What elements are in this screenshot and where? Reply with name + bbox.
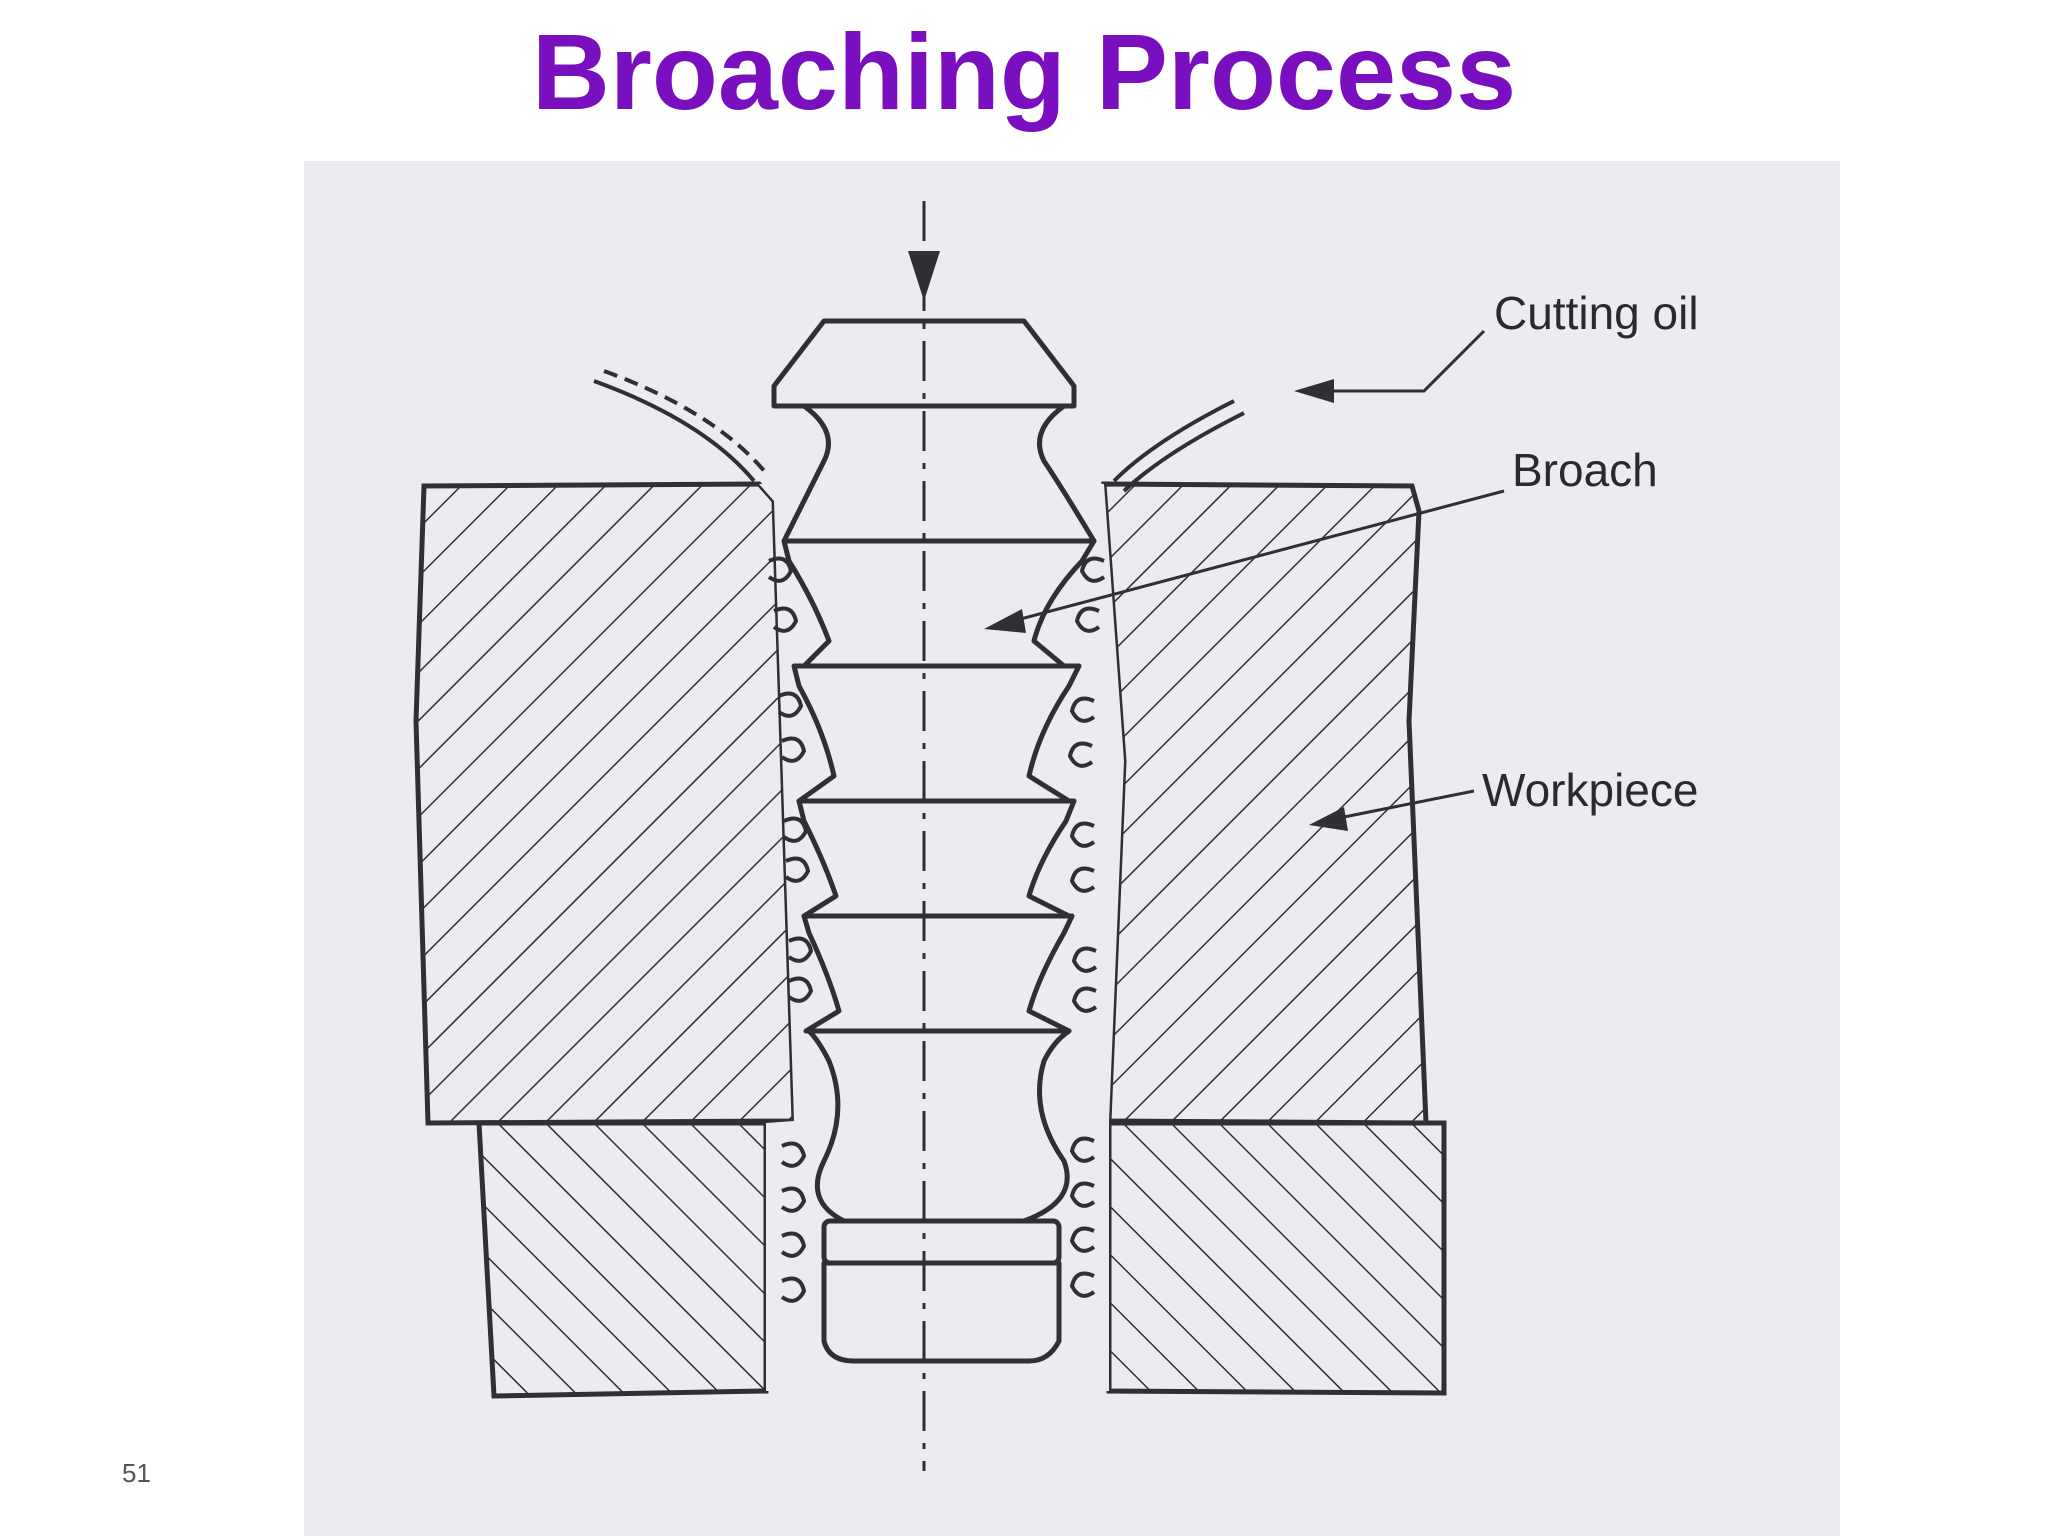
broaching-diagram: Cutting oil Broach Workpiece <box>304 161 1840 1536</box>
broaching-diagram-svg: Cutting oil Broach Workpiece <box>413 201 1699 1471</box>
fixture-right <box>1106 1120 1447 1396</box>
leader-arrowheads <box>984 379 1348 831</box>
workpiece-right-block <box>1101 481 1429 1126</box>
leader-lines <box>993 329 1505 823</box>
fixture-left <box>476 1120 769 1399</box>
label-cutting-oil: Cutting oil <box>1494 287 1699 339</box>
pull-arrow-icon <box>908 251 940 301</box>
page-number: 51 <box>122 1458 151 1488</box>
broach-tool <box>771 318 1097 1364</box>
workpiece-left-block <box>413 481 797 1126</box>
label-workpiece: Workpiece <box>1482 764 1698 816</box>
label-broach: Broach <box>1512 444 1658 496</box>
chip-curls <box>767 556 1106 1303</box>
slide-title: Broaching Process <box>531 11 1517 132</box>
oil-supply-lines <box>593 369 1245 493</box>
